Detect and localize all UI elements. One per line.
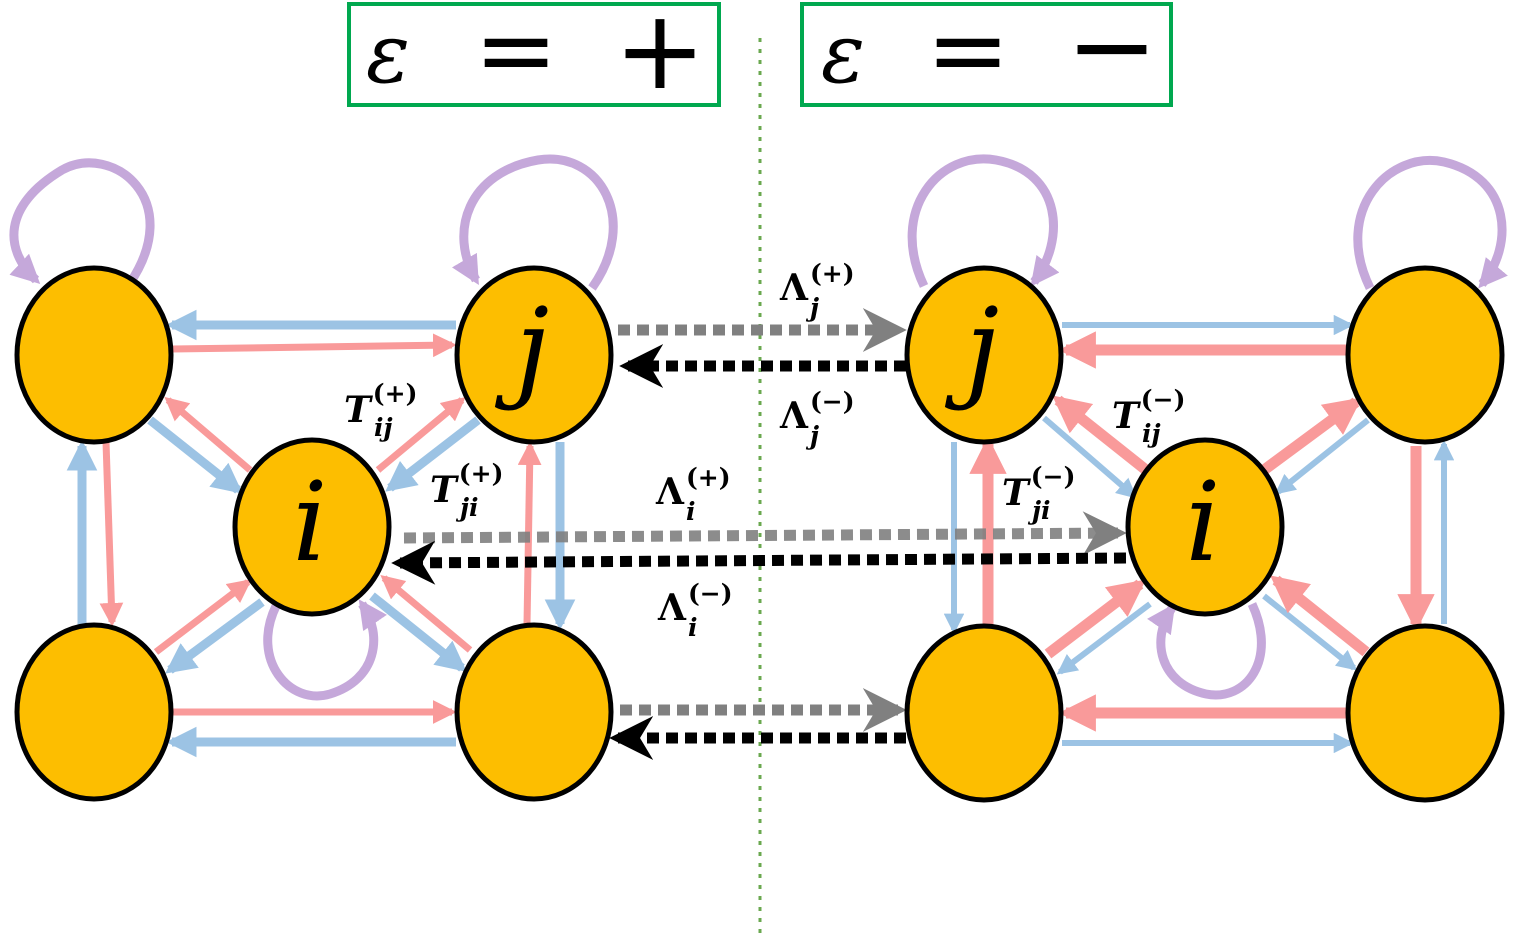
edge-rtr-to-ri bbox=[1274, 417, 1370, 495]
label-t-ij-minus: T(−)ij bbox=[1112, 385, 1185, 448]
edge-labels: T(+)ij T(+)ji T(−)ij T(−)ji Λ(+)j Λ(−)j … bbox=[344, 259, 1185, 642]
loop-right-top-right bbox=[1353, 156, 1508, 290]
node-right-top-right bbox=[1345, 265, 1505, 445]
lambda-i-plus-arrow bbox=[403, 511, 1127, 556]
node-right-bottom-left bbox=[904, 623, 1064, 803]
edge-lbl-to-li bbox=[153, 579, 252, 655]
left-nodes: j i bbox=[14, 265, 614, 802]
left-intralayer-edges bbox=[9, 154, 618, 758]
node-left-top-left bbox=[14, 265, 174, 445]
edge-ltl-to-li bbox=[147, 416, 243, 494]
right-equals: = bbox=[926, 0, 1010, 108]
loop-left-top-right bbox=[451, 154, 618, 291]
right-epsilon: ε bbox=[821, 7, 865, 102]
right-sign: − bbox=[1066, 0, 1158, 110]
loop-right-i bbox=[1147, 602, 1266, 700]
label-lambda-j-plus: Λ(+)j bbox=[779, 259, 855, 322]
left-title-box: ε = + bbox=[347, 0, 721, 114]
label-t-ij-plus: T(+)ij bbox=[344, 379, 417, 442]
left-sign: + bbox=[614, 0, 706, 114]
loop-right-j bbox=[907, 154, 1060, 288]
edge-li-to-lbl bbox=[165, 598, 265, 674]
edge-li-to-lbr bbox=[369, 592, 467, 672]
node-left-j bbox=[454, 265, 614, 445]
edge-rbl-to-ri bbox=[1044, 579, 1146, 659]
label-t-ji-minus: T(−)ji bbox=[1002, 462, 1075, 525]
node-right-bottom-right bbox=[1345, 623, 1505, 803]
node-left-bottom-left bbox=[14, 622, 174, 802]
lambda-i-minus-arrow bbox=[391, 540, 1127, 585]
label-t-ji-plus: T(+)ji bbox=[430, 459, 503, 522]
node-left-i bbox=[232, 437, 392, 617]
loop-left-i bbox=[263, 599, 387, 701]
edge-ri-to-rbl bbox=[1056, 601, 1152, 675]
node-right-i bbox=[1125, 437, 1285, 617]
node-left-bottom-right bbox=[454, 622, 614, 802]
interlayer-edges bbox=[391, 308, 1127, 760]
loop-left-top-left bbox=[9, 158, 155, 289]
node-right-j bbox=[904, 265, 1064, 445]
edge-ri-to-rj bbox=[1052, 395, 1150, 475]
edge-ri-to-rtr bbox=[1260, 397, 1363, 475]
label-lambda-j-minus: Λ(−)j bbox=[779, 387, 855, 450]
edge-lj-to-li bbox=[385, 416, 481, 492]
right-title-box: ε = − bbox=[800, 0, 1173, 110]
left-epsilon: ε bbox=[366, 7, 410, 102]
right-intralayer-edges bbox=[907, 154, 1508, 754]
edge-ltl-to-lj bbox=[171, 333, 457, 358]
left-equals: = bbox=[474, 0, 558, 108]
node-right-i-label: i bbox=[1185, 458, 1220, 586]
label-lambda-i-plus: Λ(+)i bbox=[655, 463, 731, 526]
edge-li-to-lj bbox=[375, 396, 466, 473]
right-nodes: j i bbox=[904, 265, 1505, 803]
edge-ltl-to-lbl bbox=[99, 441, 124, 627]
edge-lbr-to-li bbox=[380, 574, 473, 653]
node-left-i-label: i bbox=[292, 458, 327, 586]
edge-rbr-to-ri bbox=[1270, 575, 1370, 657]
label-lambda-i-minus: Λ(−)i bbox=[657, 579, 733, 642]
edge-li-to-ltl bbox=[164, 396, 253, 473]
